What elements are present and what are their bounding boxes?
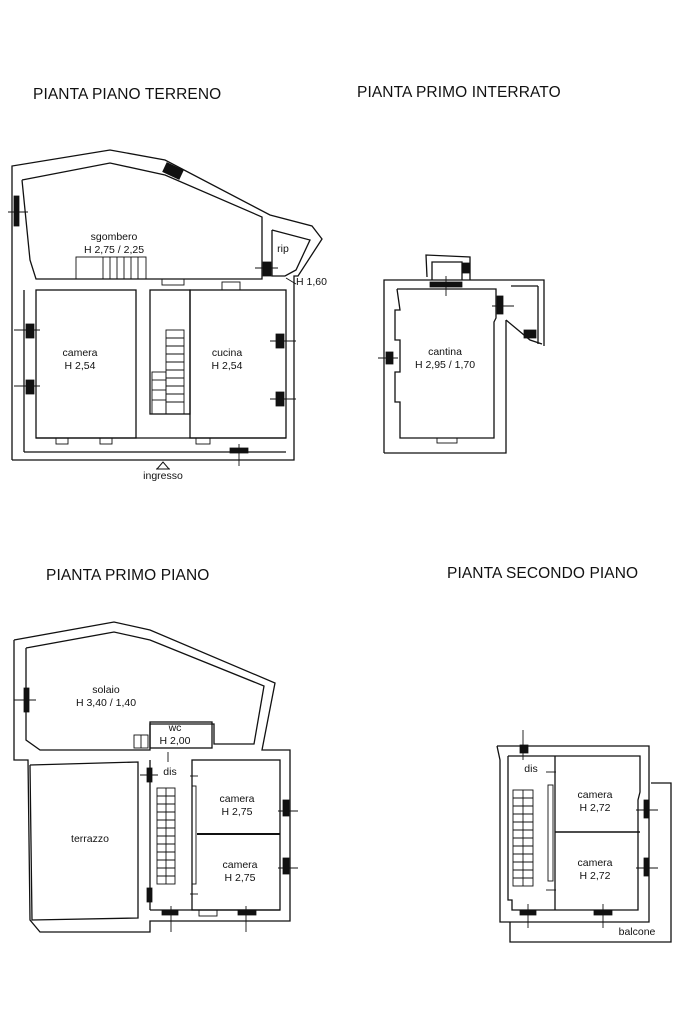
entrance-label: ingresso	[143, 470, 183, 482]
room-height: H 2,75	[221, 806, 253, 818]
plan-title-first-floor: PIANTA PRIMO PIANO	[46, 567, 210, 584]
room-height: H 2,75	[224, 872, 256, 884]
plan-title-basement: PIANTA PRIMO INTERRATO	[357, 84, 561, 101]
room-label-dis: dis	[163, 766, 177, 778]
room-name: cantina	[428, 346, 462, 358]
room-height: H 2,75 / 2,25	[83, 244, 145, 256]
room-label-rip: rip	[277, 243, 289, 255]
room-height: H 2,00	[159, 735, 191, 747]
room-name: camera	[219, 793, 255, 805]
room-label-sgombero: sgombero H 2,75 / 2,25	[74, 231, 154, 257]
ground-floor-plan	[8, 149, 323, 470]
room-name: cucina	[211, 347, 243, 359]
room-height: H 2,95 / 1,70	[414, 359, 476, 371]
room-label-camera-lower: camera H 2,75	[210, 859, 270, 885]
room-label-dis: dis	[524, 763, 538, 775]
first-floor-plan	[13, 621, 298, 933]
room-name: sgombero	[90, 231, 138, 243]
room-label-solaio: solaio H 3,40 / 1,40	[66, 684, 146, 710]
room-label-terrazzo: terrazzo	[71, 833, 109, 845]
room-label-wc: wc H 2,00	[150, 722, 200, 748]
room-height: H 2,54	[64, 360, 96, 372]
basement-plan	[378, 254, 545, 454]
room-label-camera-upper: camera H 2,72	[565, 789, 625, 815]
room-name: wc	[168, 722, 182, 734]
room-name: solaio	[92, 684, 120, 696]
room-height: H 3,40 / 1,40	[75, 697, 137, 709]
room-name: camera	[62, 347, 98, 359]
room-height-rip: H 1,60	[296, 276, 327, 288]
room-name: camera	[577, 789, 613, 801]
room-label-camera: camera H 2,54	[50, 347, 110, 373]
plan-title-ground-floor: PIANTA PIANO TERRENO	[33, 86, 222, 103]
room-height: H 2,72	[579, 802, 611, 814]
room-label-cantina: cantina H 2,95 / 1,70	[410, 346, 480, 372]
room-name: camera	[577, 857, 613, 869]
room-label-cucina: cucina H 2,54	[197, 347, 257, 373]
room-name: camera	[222, 859, 258, 871]
room-label-camera-lower: camera H 2,72	[565, 857, 625, 883]
room-label-camera-upper: camera H 2,75	[207, 793, 267, 819]
room-height: H 2,72	[579, 870, 611, 882]
room-height: H 2,54	[211, 360, 243, 372]
room-label-balcone: balcone	[618, 926, 656, 938]
second-floor-plan	[496, 730, 672, 943]
plan-title-second-floor: PIANTA SECONDO PIANO	[447, 565, 639, 582]
